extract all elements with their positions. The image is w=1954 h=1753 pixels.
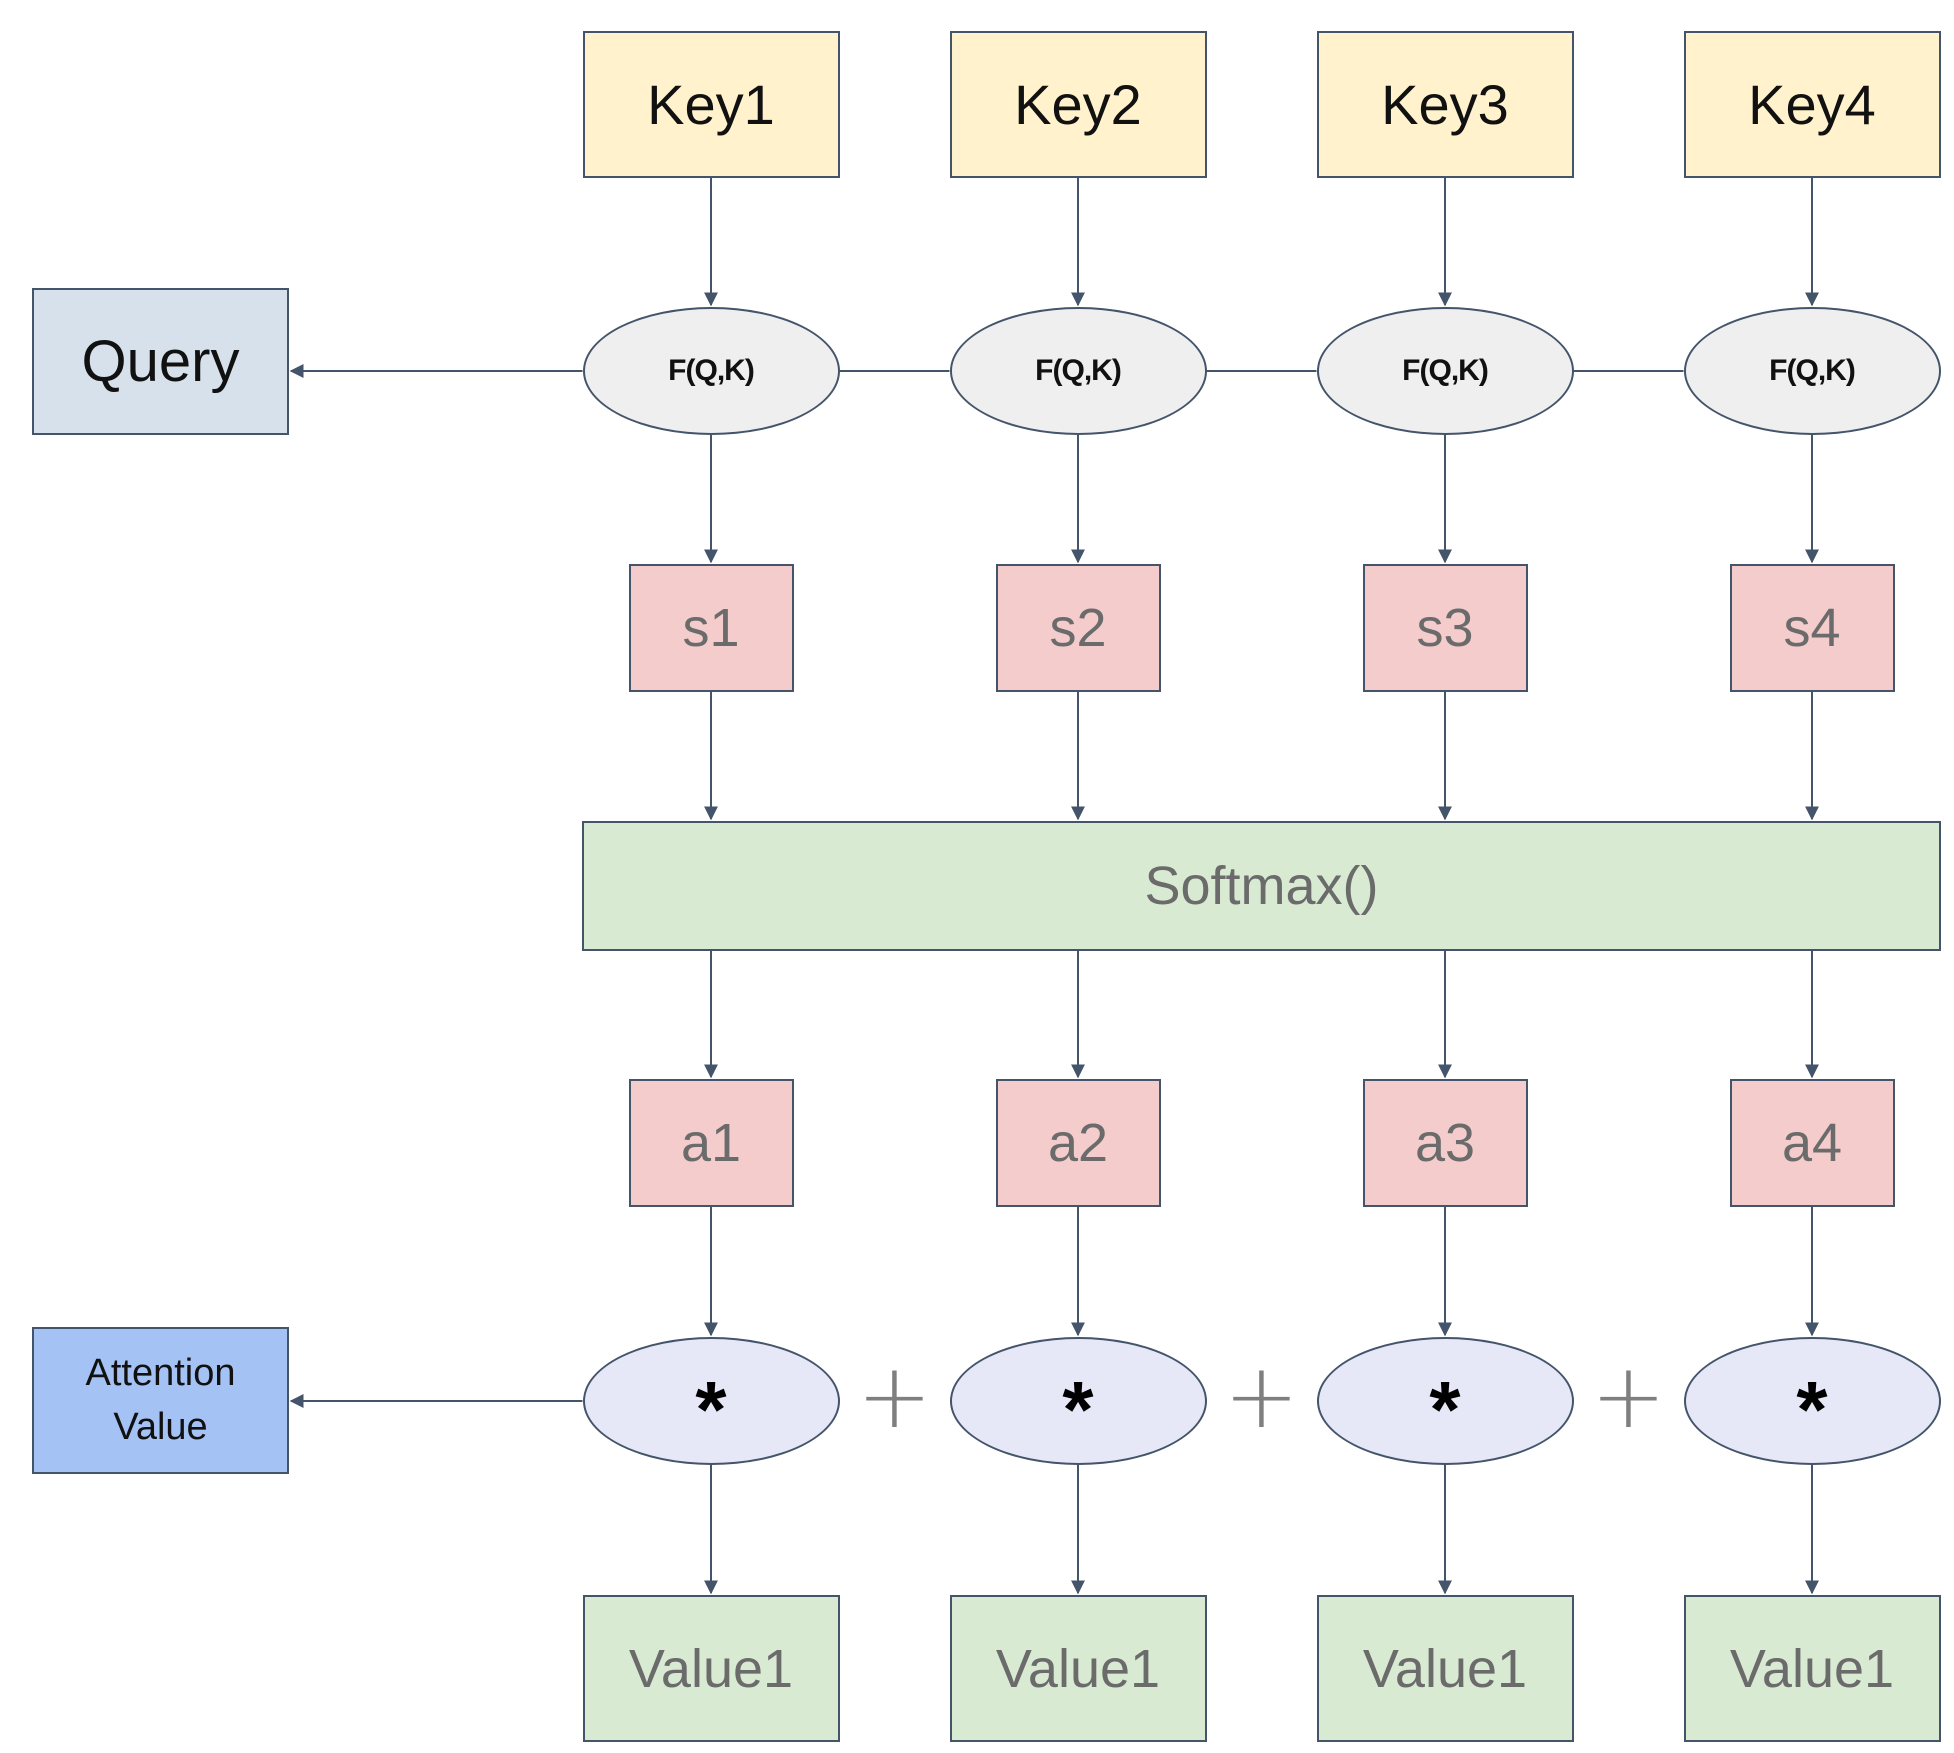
weight-box-3: a3 [1362,1079,1528,1207]
weight-box-1: a1 [628,1079,794,1207]
multiply-node-1: * [582,1337,840,1465]
value-box-3: Value1 [1316,1595,1574,1742]
weight-label-2: a2 [1047,1113,1109,1173]
score-function-label-1: F(Q,K) [668,354,755,387]
multiply-symbol-1: * [695,1365,727,1454]
multiply-node-4: * [1683,1337,1941,1465]
score-box-2: s2 [995,564,1161,692]
score-label-3: s3 [1416,598,1474,658]
softmax-box: Softmax() [582,821,1941,951]
attention-value-box: Attention Value [32,1327,289,1474]
score-function-node-3: F(Q,K) [1316,307,1574,435]
value-label-3: Value1 [1362,1638,1528,1699]
key-label-1: Key1 [647,73,775,136]
value-box-4: Value1 [1683,1595,1941,1742]
key-box-3: Key3 [1316,31,1574,178]
score-function-node-1: F(Q,K) [582,307,840,435]
query-box: Query [32,288,289,435]
key-box-1: Key1 [582,31,840,178]
softmax-label: Softmax() [1144,856,1379,916]
plus-sign-2: + [1223,1344,1300,1449]
value-label-4: Value1 [1729,1638,1895,1699]
query-label: Query [81,329,240,394]
score-box-3: s3 [1362,564,1528,692]
weight-label-3: a3 [1414,1113,1476,1173]
score-function-label-2: F(Q,K) [1035,354,1122,387]
value-box-1: Value1 [582,1595,840,1742]
multiply-node-2: * [949,1337,1207,1465]
score-box-1: s1 [628,564,794,692]
score-function-node-4: F(Q,K) [1683,307,1941,435]
attention-value-label-line1: Attention [85,1352,236,1395]
score-function-node-2: F(Q,K) [949,307,1207,435]
multiply-symbol-3: * [1429,1365,1461,1454]
score-box-4: s4 [1729,564,1895,692]
attention-value-label-line2: Value [113,1405,208,1448]
score-label-1: s1 [682,598,740,658]
weight-box-2: a2 [995,1079,1161,1207]
value-label-1: Value1 [628,1638,794,1699]
weight-label-4: a4 [1781,1113,1843,1173]
weight-box-4: a4 [1729,1079,1895,1207]
score-label-2: s2 [1049,598,1107,658]
multiply-symbol-2: * [1062,1365,1094,1454]
value-box-2: Value1 [949,1595,1207,1742]
plus-sign-1: + [856,1344,933,1449]
key-label-3: Key3 [1381,73,1509,136]
plus-sign-3: + [1590,1344,1667,1449]
key-box-2: Key2 [949,31,1207,178]
key-label-4: Key4 [1748,73,1876,136]
multiply-symbol-4: * [1796,1365,1828,1454]
key-label-2: Key2 [1014,73,1142,136]
multiply-node-3: * [1316,1337,1574,1465]
score-function-label-3: F(Q,K) [1402,354,1489,387]
weight-label-1: a1 [680,1113,742,1173]
score-function-label-4: F(Q,K) [1769,354,1856,387]
value-label-2: Value1 [995,1638,1161,1699]
score-label-4: s4 [1783,598,1841,658]
key-box-4: Key4 [1683,31,1941,178]
